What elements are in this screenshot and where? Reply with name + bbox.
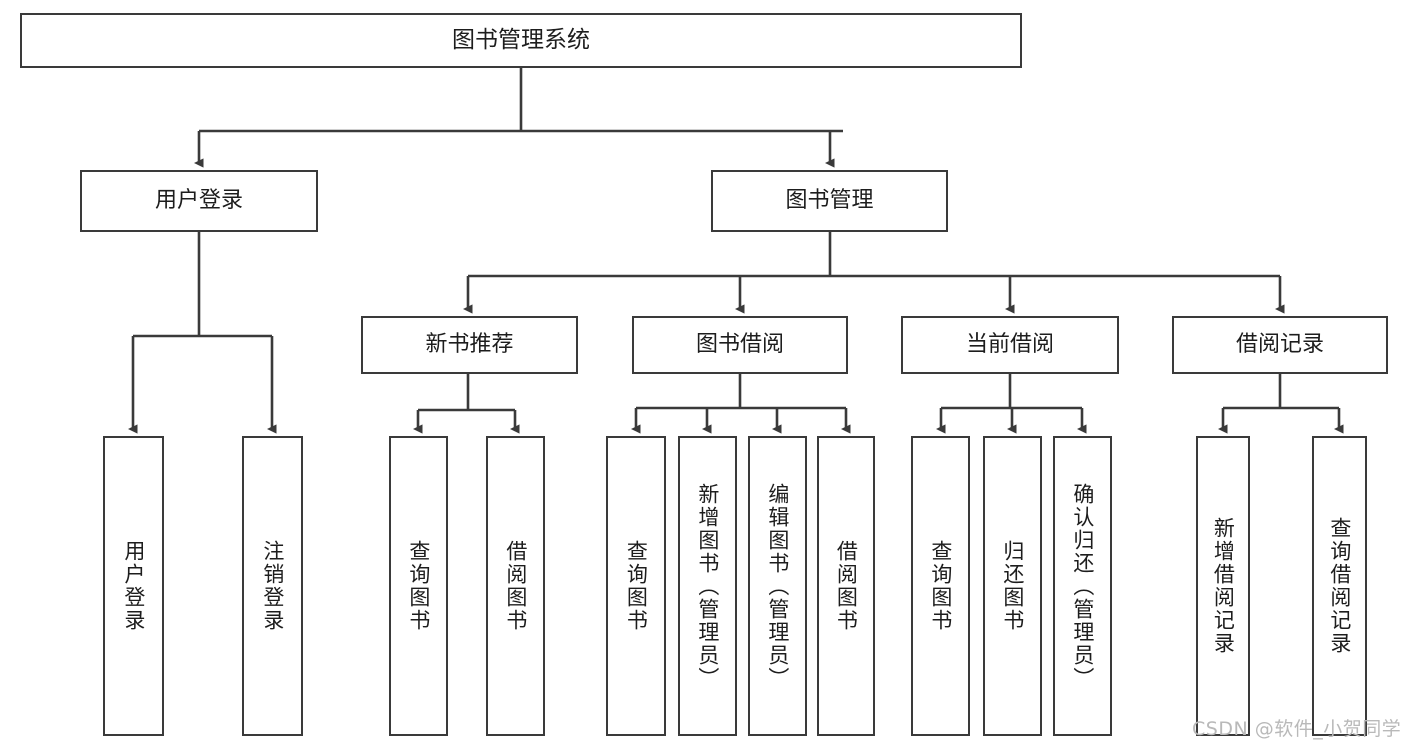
leaf-user-login-login-label: 用户登录	[121, 540, 146, 632]
leaf-current-confirm-return-admin-label: 确认归还（管理员）	[1070, 482, 1095, 690]
node-new-book-recommend[interactable]: 新书推荐	[361, 316, 578, 374]
leaf-borrow-add-book-admin[interactable]: 新增图书（管理员）	[678, 436, 737, 736]
leaf-recommend-query-book-label: 查询图书	[406, 540, 431, 632]
leaf-current-query-book[interactable]: 查询图书	[911, 436, 970, 736]
node-book-management[interactable]: 图书管理	[711, 170, 948, 232]
leaf-borrow-query-book[interactable]: 查询图书	[606, 436, 666, 736]
leaf-record-add-record-label: 新增借阅记录	[1211, 517, 1236, 655]
leaf-current-confirm-return-admin[interactable]: 确认归还（管理员）	[1053, 436, 1112, 736]
leaf-borrow-query-book-label: 查询图书	[624, 540, 649, 632]
node-current-borrow-label: 当前借阅	[965, 332, 1054, 358]
leaf-current-query-book-label: 查询图书	[928, 540, 953, 632]
leaf-borrow-edit-book-admin[interactable]: 编辑图书（管理员）	[748, 436, 807, 736]
node-current-borrow[interactable]: 当前借阅	[901, 316, 1119, 374]
leaf-borrow-borrow-book-label: 借阅图书	[834, 540, 859, 632]
node-root[interactable]: 图书管理系统	[20, 13, 1022, 68]
leaf-current-return-book-label: 归还图书	[1000, 540, 1025, 632]
leaf-record-add-record[interactable]: 新增借阅记录	[1196, 436, 1250, 736]
leaf-current-return-book[interactable]: 归还图书	[983, 436, 1042, 736]
leaf-user-login-logout-label: 注销登录	[260, 540, 285, 632]
leaf-borrow-borrow-book[interactable]: 借阅图书	[817, 436, 875, 736]
node-new-book-recommend-label: 新书推荐	[425, 332, 514, 358]
node-book-management-label: 图书管理	[785, 188, 874, 214]
leaf-record-query-record[interactable]: 查询借阅记录	[1312, 436, 1367, 736]
node-borrow-record-label: 借阅记录	[1235, 332, 1324, 358]
leaf-user-login-login[interactable]: 用户登录	[103, 436, 164, 736]
leaf-borrow-add-book-admin-label: 新增图书（管理员）	[695, 482, 720, 690]
leaf-record-query-record-label: 查询借阅记录	[1327, 517, 1352, 655]
node-book-borrow-label: 图书借阅	[695, 332, 784, 358]
node-borrow-record[interactable]: 借阅记录	[1172, 316, 1388, 374]
node-root-label: 图书管理系统	[452, 26, 590, 53]
leaf-recommend-query-book[interactable]: 查询图书	[389, 436, 448, 736]
leaf-recommend-borrow-book-label: 借阅图书	[503, 540, 528, 632]
node-user-login[interactable]: 用户登录	[80, 170, 318, 232]
leaf-user-login-logout[interactable]: 注销登录	[242, 436, 303, 736]
node-user-login-label: 用户登录	[154, 188, 243, 214]
leaf-borrow-edit-book-admin-label: 编辑图书（管理员）	[765, 482, 790, 690]
node-book-borrow[interactable]: 图书借阅	[632, 316, 848, 374]
leaf-recommend-borrow-book[interactable]: 借阅图书	[486, 436, 545, 736]
